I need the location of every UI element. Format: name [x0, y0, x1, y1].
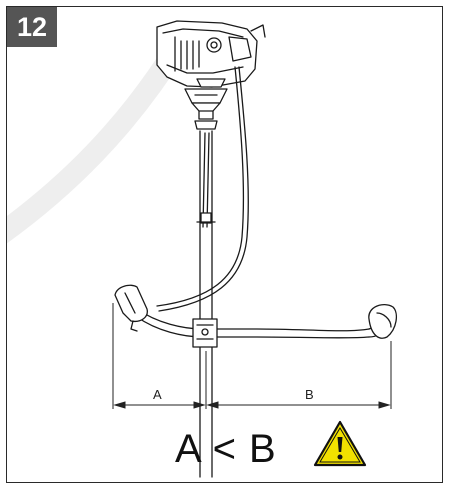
arrow-a-right [193, 401, 206, 409]
right-grip [368, 304, 398, 339]
drive-shaft [194, 110, 218, 478]
clutch-housing [184, 88, 228, 112]
dimension-label-a: A [153, 387, 162, 402]
comparison-formula: A < B [175, 427, 277, 471]
arrow-b-right [378, 401, 391, 409]
throttle-cable [156, 66, 249, 312]
engine-unit [156, 20, 266, 88]
watermark-mark [7, 36, 188, 244]
figure-number-badge: 12 [7, 7, 57, 47]
brushcutter-drawing [114, 20, 398, 478]
figure-frame: 12 [6, 6, 443, 483]
left-grip [114, 284, 148, 332]
handlebar-clamp [192, 318, 218, 348]
warning-triangle-icon [313, 420, 367, 467]
dimension-label-b: B [305, 387, 314, 402]
arrow-b-left [206, 401, 219, 409]
arrow-a-left [113, 401, 126, 409]
handlebar [136, 308, 386, 339]
dimension-lines [112, 303, 392, 409]
brushcutter-diagram: A B [7, 20, 398, 478]
